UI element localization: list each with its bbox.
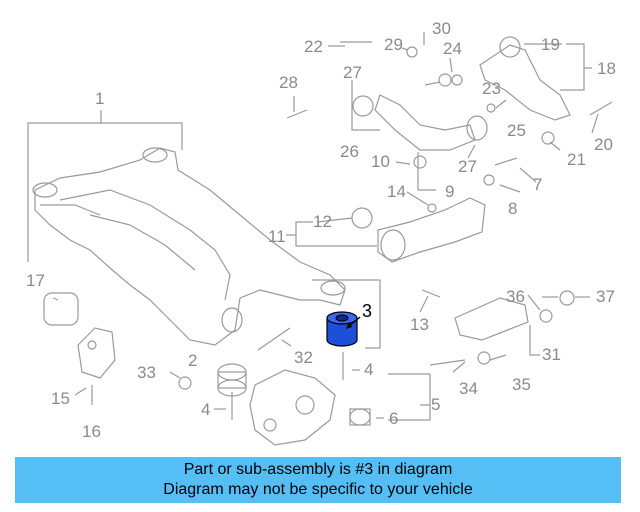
bracket-1-right — [101, 122, 183, 150]
callout-7: 7 — [533, 175, 543, 194]
callout-35: 35 — [512, 375, 531, 394]
knuckle-5 — [249, 369, 336, 446]
info-banner: Part or sub-assembly is #3 in diagram Di… — [15, 457, 621, 503]
callout-23: 23 — [482, 79, 501, 98]
bracket-11-low — [295, 235, 377, 247]
highlighted-part-3 — [326, 311, 361, 347]
callout-6: 6 — [389, 409, 399, 428]
callout-15: 15 — [51, 389, 70, 408]
callout-16: 16 — [82, 422, 101, 441]
callout-37: 37 — [596, 287, 615, 306]
mount-17 — [43, 292, 79, 326]
banner-line-part: Part or sub-assembly is #3 in diagram — [183, 461, 453, 478]
callout-20: 20 — [594, 135, 613, 154]
callout-18: 18 — [597, 59, 616, 78]
bracket-3 — [312, 279, 381, 349]
bushing-6 — [349, 408, 371, 426]
callout-29: 29 — [384, 35, 403, 54]
callout-33: 33 — [137, 363, 156, 382]
callout-11: 11 — [268, 227, 286, 246]
callout-24: 24 — [443, 39, 462, 58]
callout-21: 21 — [567, 150, 586, 169]
callout-8: 8 — [508, 199, 518, 218]
callout-13: 13 — [410, 315, 429, 334]
callout-10: 10 — [371, 152, 390, 171]
bracket-18-low — [560, 68, 585, 91]
callout-30: 30 — [432, 19, 451, 38]
callout-31: 31 — [542, 345, 561, 364]
bracket-18 — [566, 43, 592, 69]
callout-27-mid: 27 — [458, 157, 477, 176]
callout-28: 28 — [279, 73, 298, 92]
bracket-15 — [77, 327, 116, 379]
callout-14: 14 — [387, 182, 406, 201]
bracket-11 — [286, 221, 313, 236]
bracket-26 — [351, 80, 380, 131]
bracket-5 — [388, 373, 431, 406]
arm-31 — [454, 297, 529, 341]
parts-diagram — [27, 32, 613, 446]
callout-32: 32 — [294, 348, 313, 367]
callout-9: 9 — [445, 182, 455, 201]
callout-12: 12 — [313, 212, 332, 231]
callout-19: 19 — [541, 35, 560, 54]
banner-line-disclaimer: Diagram may not be specific to your vehi… — [163, 481, 473, 498]
nut-33 — [178, 376, 192, 390]
callout-4-left: 4 — [201, 400, 211, 419]
callout-26: 26 — [340, 142, 359, 161]
callout-2: 2 — [188, 351, 198, 370]
callout-5: 5 — [431, 395, 441, 414]
callout-34: 34 — [459, 379, 478, 398]
subframe — [34, 147, 346, 346]
callout-1: 1 — [95, 89, 105, 108]
callout-3: 3 — [362, 301, 373, 321]
bracket-31 — [529, 325, 540, 356]
link-27 — [374, 94, 476, 151]
callout-17: 17 — [26, 271, 45, 290]
bracket-1 — [27, 110, 102, 262]
callout-27-top: 27 — [343, 63, 362, 82]
callout-4-right: 4 — [364, 360, 374, 379]
bracket-5-low — [388, 405, 431, 421]
bracket-9 — [417, 152, 436, 191]
bushing-12 — [351, 207, 373, 229]
callout-22: 22 — [304, 37, 323, 56]
callout-25: 25 — [507, 121, 526, 140]
callout-36: 36 — [506, 287, 525, 306]
